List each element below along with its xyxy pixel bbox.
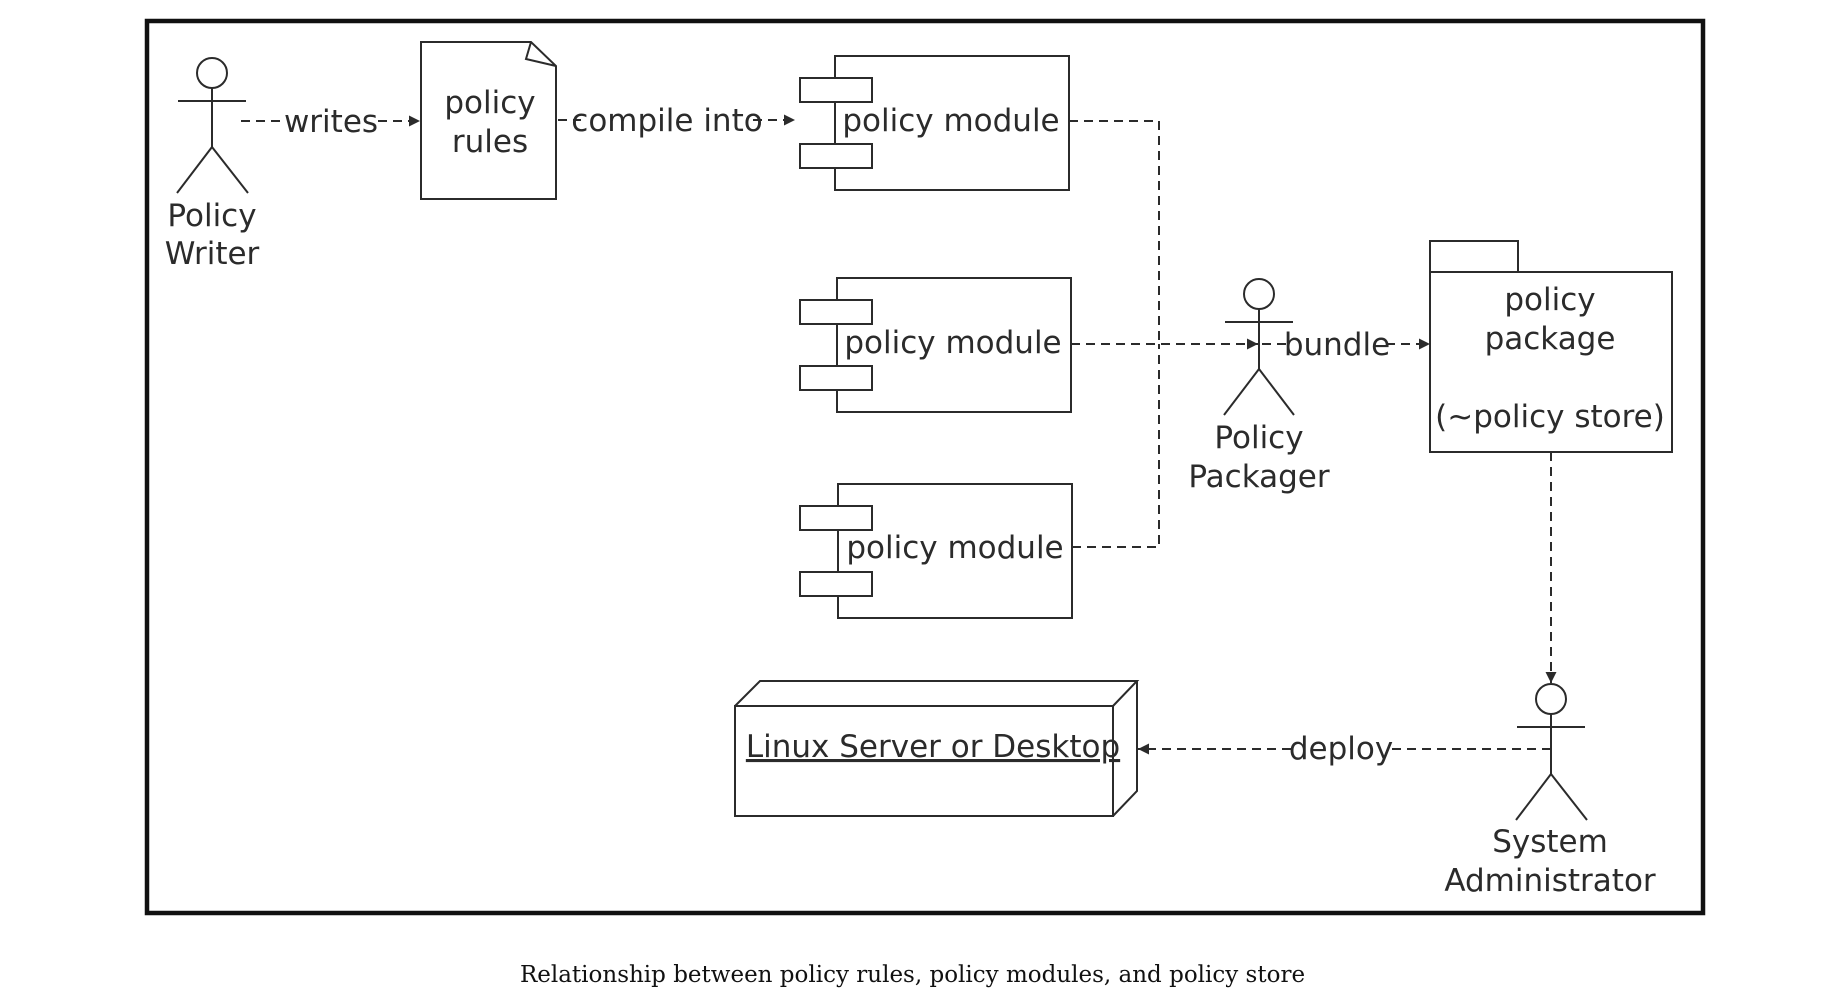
deploy-label: deploy xyxy=(1289,731,1393,767)
policy-package-label-line: policy xyxy=(1504,282,1595,318)
policy-module-3-component-icon xyxy=(799,483,1073,619)
policy-package-label-line: package xyxy=(1485,321,1616,357)
policy-module-1-label: policy module xyxy=(842,103,1059,139)
writes-label: writes xyxy=(284,104,378,140)
policy-rules-document-icon xyxy=(420,41,557,200)
bundle-label: bundle xyxy=(1284,327,1390,363)
policy-writer-label-line: Policy xyxy=(167,198,256,234)
policy-package-label-line xyxy=(1545,360,1555,396)
policy-module-2-label: policy module xyxy=(844,325,1061,361)
policy-module-1-component-icon xyxy=(799,55,1070,191)
system-administrator-actor-icon xyxy=(1515,683,1588,821)
policy-rules-label-line: policy xyxy=(444,85,535,121)
policy-packager-label-line: Policy xyxy=(1214,420,1303,456)
policy-module-2-component-icon xyxy=(799,277,1072,413)
system-administrator-label-line: System xyxy=(1492,824,1608,860)
policy-module-3-label: policy module xyxy=(846,530,1063,566)
linux-node-box-icon xyxy=(734,680,1140,817)
policy-writer-label-line: Writer xyxy=(165,236,260,272)
module-1-to-bundle-line xyxy=(1069,120,1160,344)
policy-packager-actor-icon xyxy=(1223,278,1295,416)
policy-rules-label-line: rules xyxy=(452,124,528,160)
figure-caption: Relationship between policy rules, polic… xyxy=(519,962,1306,988)
policy-writer-actor-icon xyxy=(176,57,249,194)
linux-node-label: Linux Server or Desktop xyxy=(746,729,1120,765)
policy-package-folder-icon xyxy=(1429,240,1673,453)
policy-package-label-line: (~policy store) xyxy=(1435,399,1665,435)
policy-packager-label-line: Packager xyxy=(1188,459,1329,495)
compile-into-label: compile into xyxy=(571,103,762,139)
system-administrator-label-line: Administrator xyxy=(1444,863,1656,899)
